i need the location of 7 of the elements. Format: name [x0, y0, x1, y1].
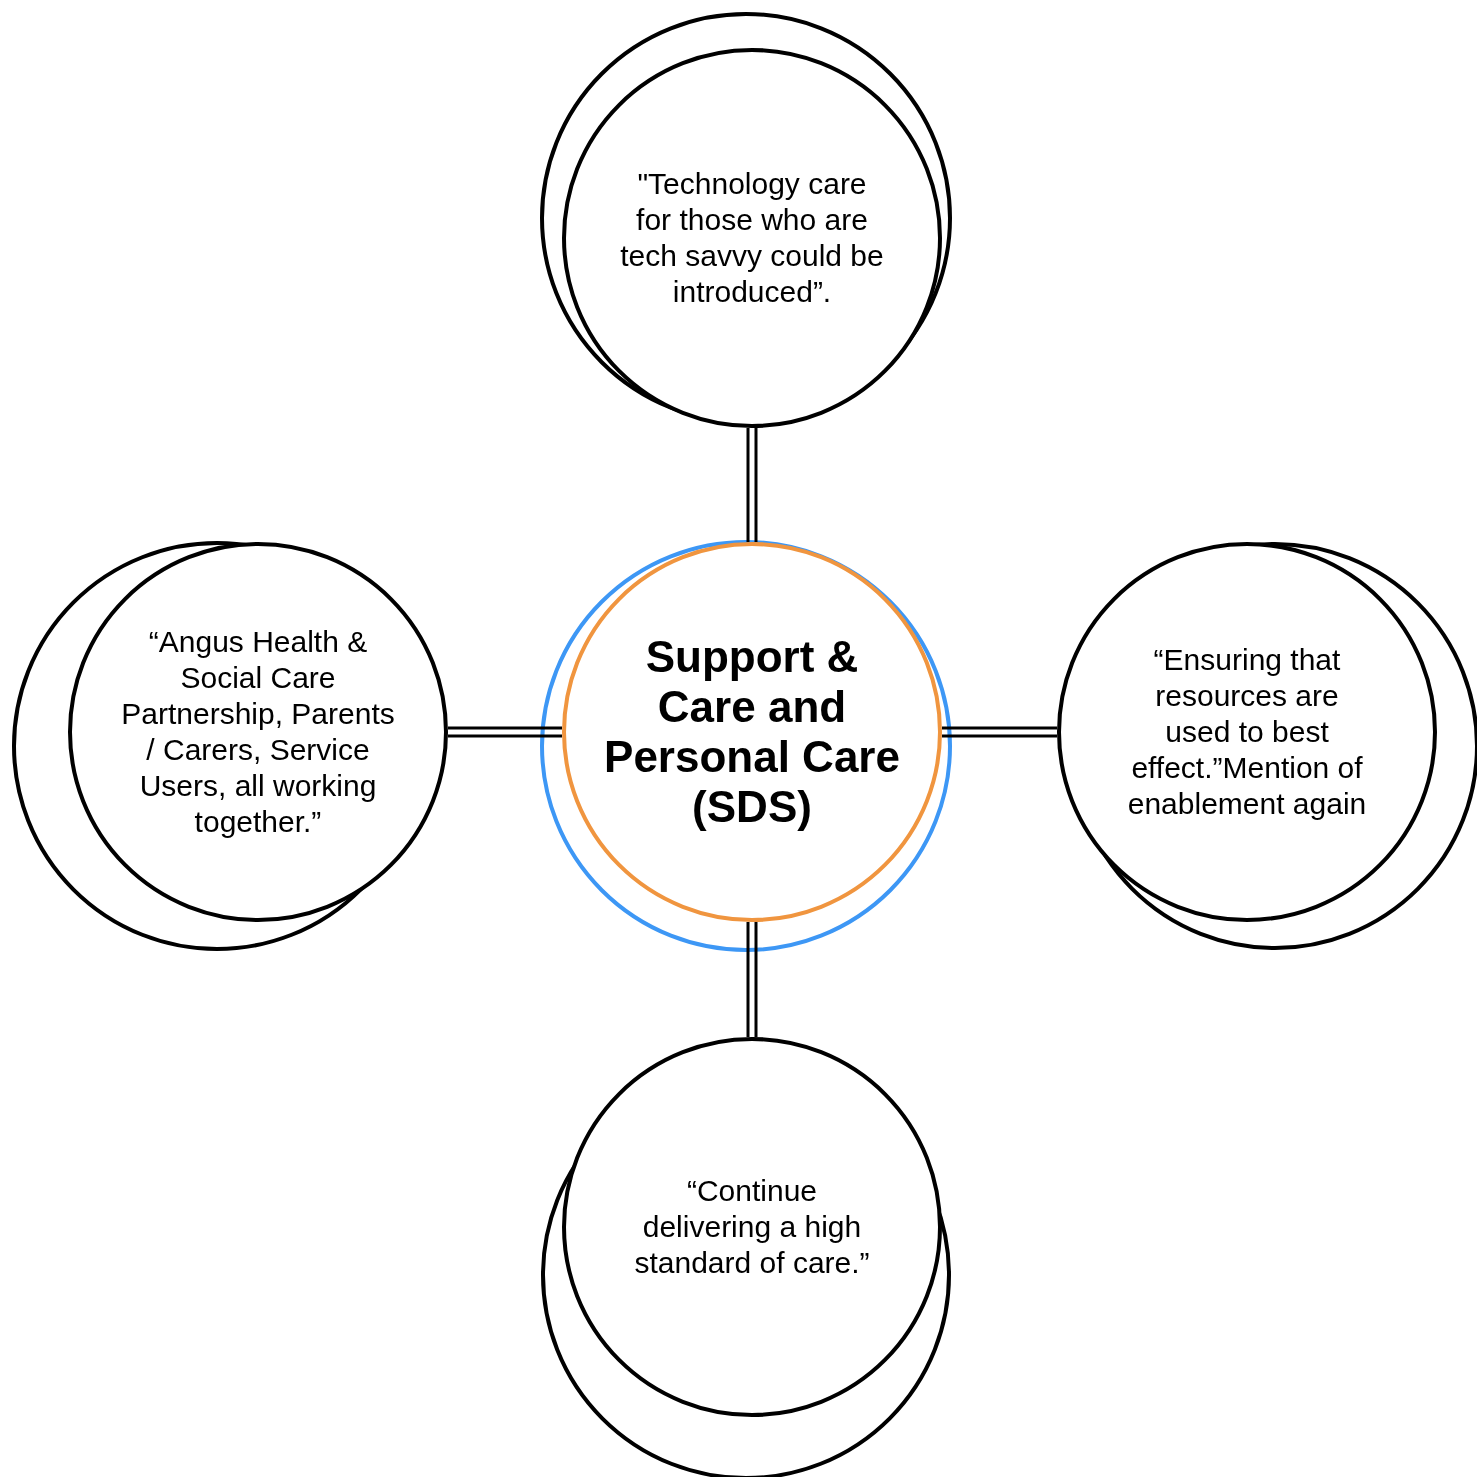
- quote-text: “Ensuring that resources are used to best effect.”Mention of enablement again: [1126, 642, 1368, 822]
- quote-text: “Angus Health & Social Care Partnership, Parents / Carers, Service Users, all working together.”: [120, 624, 396, 840]
- quote-text: “Continue delivering a high standard of care.”: [633, 1173, 871, 1281]
- double-connector-line: [746, 920, 758, 1039]
- quote-text: "Technology care for those who are tech savvy could be introduced”.: [619, 166, 885, 310]
- double-connector-line: [746, 426, 758, 544]
- topic-title: Support & Care and Personal Care (SDS): [603, 632, 901, 832]
